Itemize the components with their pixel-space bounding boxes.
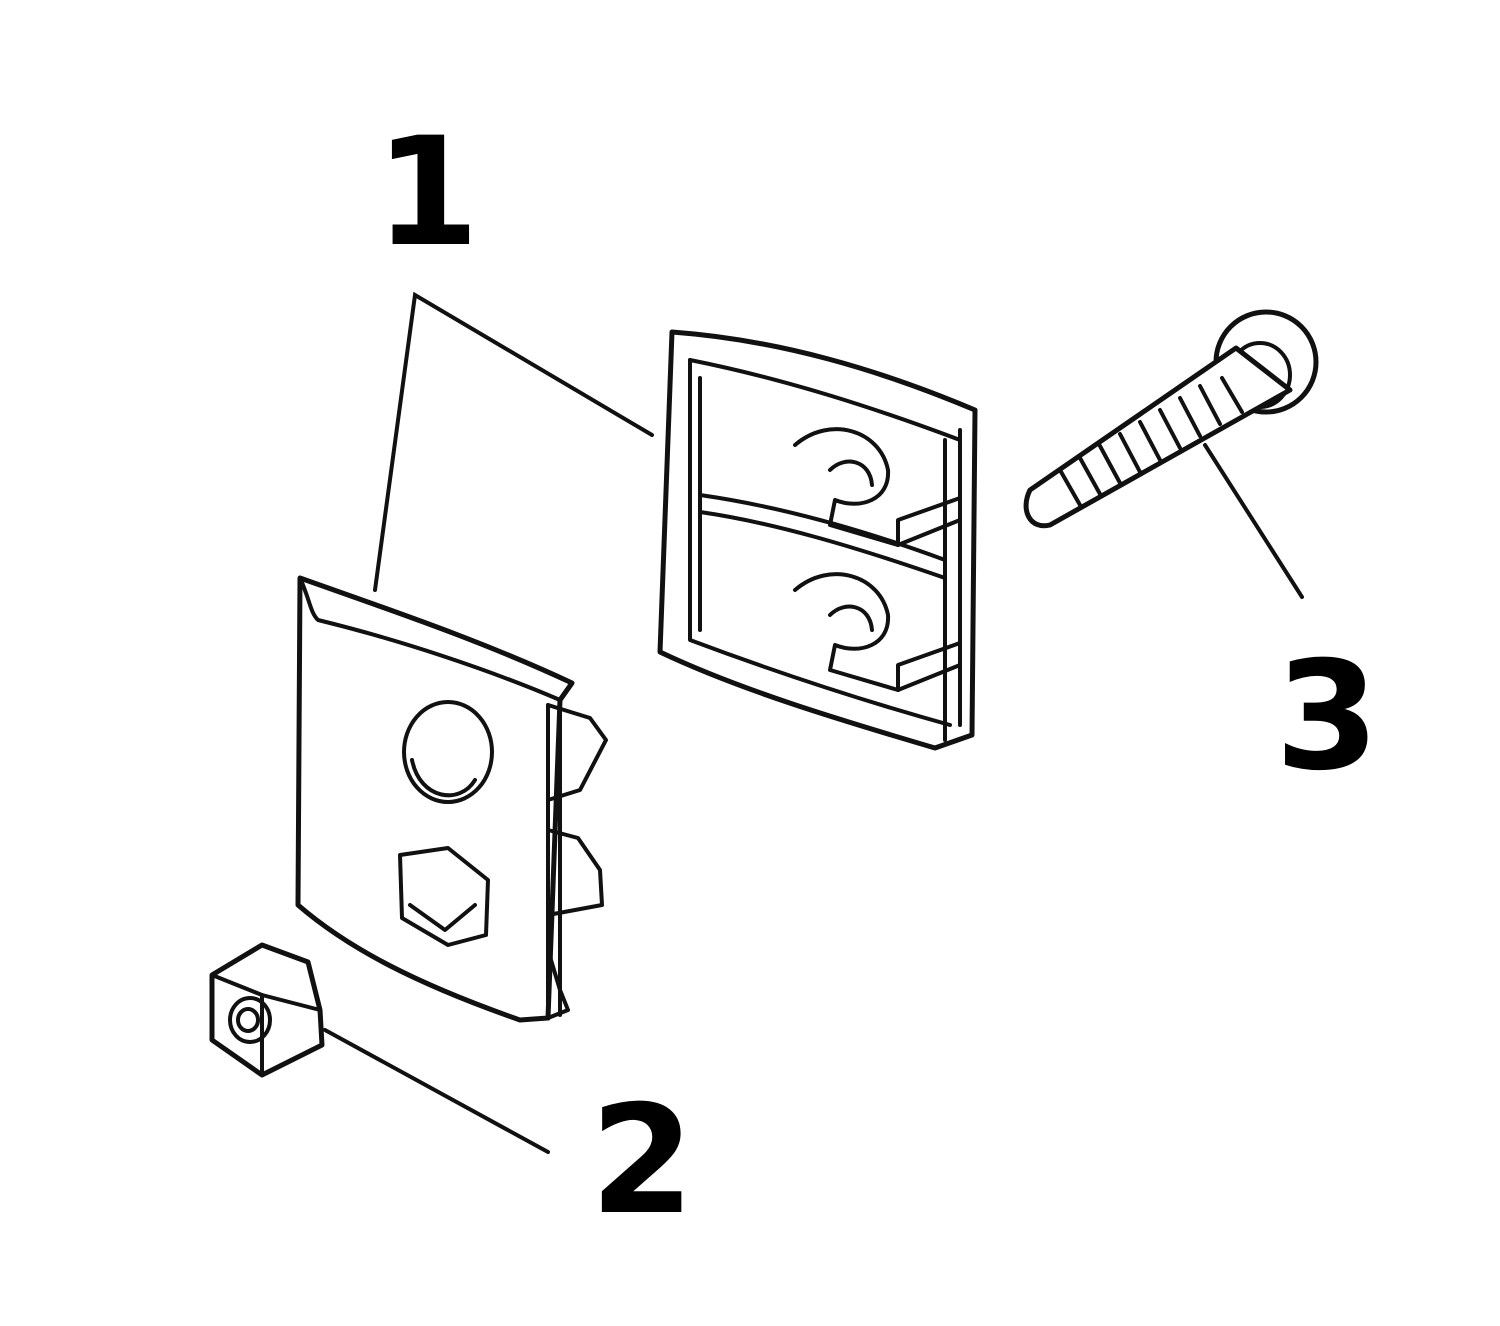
callout-2: 2 bbox=[590, 1074, 694, 1248]
leader-line-3 bbox=[1203, 443, 1304, 599]
leader-line-2 bbox=[323, 1028, 550, 1154]
callout-1: 1 bbox=[375, 106, 479, 280]
callout-3: 3 bbox=[1275, 630, 1379, 804]
hex-nut bbox=[209, 942, 325, 1078]
clip-cover-front bbox=[295, 575, 608, 1023]
leader-line-1 bbox=[373, 291, 654, 592]
clip-body-rear bbox=[657, 329, 978, 751]
screw bbox=[1023, 309, 1319, 529]
